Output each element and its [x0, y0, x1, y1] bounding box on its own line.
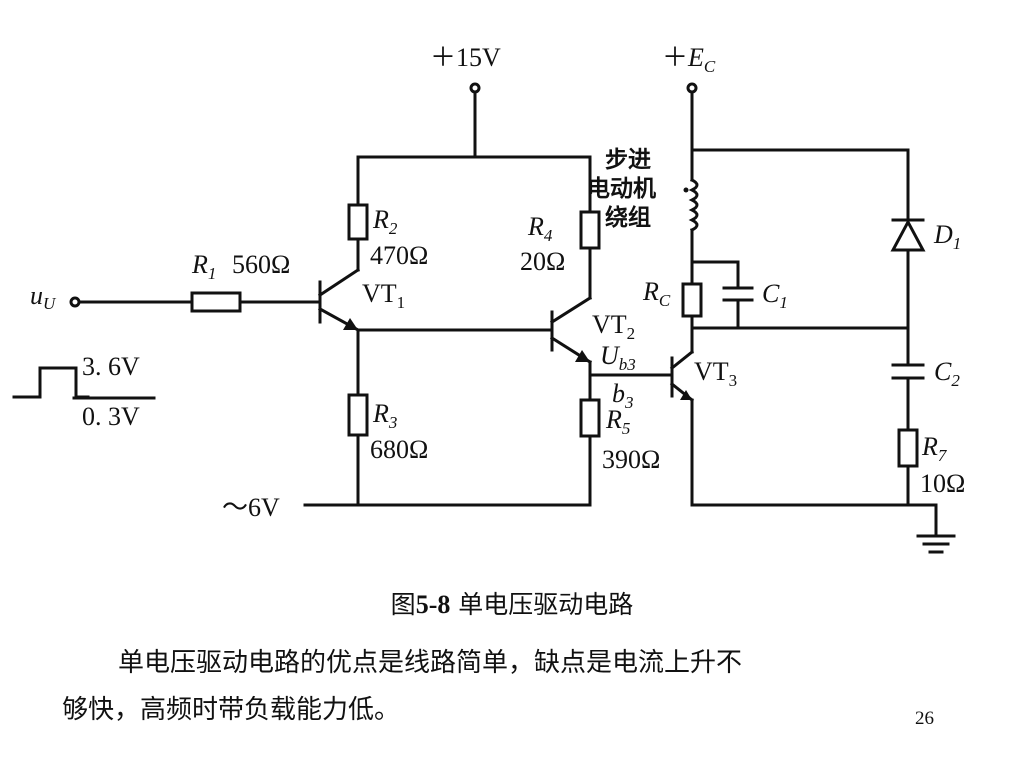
b3-label: b3: [612, 379, 634, 412]
r5-resistor: R5 390Ω: [579, 373, 660, 507]
motor-label-1: 步进: [605, 147, 651, 173]
ub3-label: Ub3: [600, 341, 636, 374]
circuit-diagram: ＋15V R2 470Ω VT1 uU R1 560Ω 3. 6V 0. 3V: [12, 43, 965, 554]
svg-text:R7: R7: [921, 432, 948, 465]
rc-resistor: RC: [642, 260, 703, 330]
caption-prefix: 图: [390, 590, 416, 619]
paragraph-line-1: 单电压驱动电路的优点是线路简单，缺点是电流上升不: [118, 648, 743, 678]
svg-text:VT3: VT3: [694, 357, 737, 390]
caption-title: 单电压驱动电路: [450, 590, 634, 619]
vneg6-label: ～6V: [222, 493, 280, 522]
svg-text:R4: R4: [527, 212, 553, 245]
input-terminal: uU: [30, 281, 194, 313]
svg-text:R1: R1: [191, 250, 216, 283]
r3-resistor: R3 680Ω: [347, 328, 428, 507]
r2-resistor: R2 470Ω: [347, 155, 428, 272]
vplus15-terminal: ＋15V: [430, 43, 501, 159]
body-paragraph: 单电压驱动电路的优点是线路简单，缺点是电流上升不 够快，高频时带负载能力低。: [62, 640, 962, 734]
svg-text:C2: C2: [934, 357, 960, 390]
paragraph-line-2: 够快，高频时带负载能力低。: [62, 695, 401, 725]
r4-value: 20Ω: [520, 247, 565, 276]
svg-text:RC: RC: [642, 277, 671, 310]
vt1-transistor: VT1: [317, 267, 405, 333]
vneg6-rail: ～6V: [222, 493, 592, 522]
r1-resistor: R1 560Ω: [190, 250, 322, 313]
motor-winding: 步进 电动机 绕组: [587, 147, 699, 264]
r4-resistor: R4 20Ω: [520, 155, 601, 300]
r1-value: 560Ω: [232, 250, 290, 279]
r7-resistor: R7 10Ω: [897, 428, 965, 507]
caption-number: 5-8: [415, 590, 451, 619]
r3-value: 680Ω: [370, 435, 428, 464]
svg-text:R2: R2: [372, 205, 398, 238]
c1-capacitor: C1: [722, 260, 788, 330]
r7-value: 10Ω: [920, 469, 965, 498]
page-number: 26: [915, 708, 934, 729]
svg-text:VT1: VT1: [362, 279, 405, 312]
svg-text:uU: uU: [30, 281, 57, 313]
input-pulse-waveform: 3. 6V 0. 3V: [12, 352, 156, 431]
c2-capacitor: C2: [891, 326, 960, 432]
pulse-high-label: 3. 6V: [82, 352, 140, 381]
svg-text:D1: D1: [933, 220, 961, 253]
svg-text:＋EC: ＋EC: [662, 43, 716, 76]
r2-value: 470Ω: [370, 241, 428, 270]
svg-text:VT2: VT2: [592, 310, 635, 343]
pulse-low-label: 0. 3V: [82, 402, 140, 431]
d1-diode: D1: [890, 148, 961, 330]
vec-terminal: ＋EC: [662, 43, 716, 152]
ground-icon: [916, 503, 956, 554]
vt2-transistor: VT2: [549, 295, 635, 365]
motor-label-2: 电动机: [587, 176, 656, 202]
vplus15-label: ＋15V: [430, 43, 501, 72]
motor-label-3: 绕组: [605, 204, 651, 231]
svg-text:R3: R3: [372, 399, 397, 432]
vt3-transistor: VT3: [669, 326, 737, 507]
figure-caption: 图5-8 单电压驱动电路: [0, 585, 1024, 621]
r5-value: 390Ω: [602, 445, 660, 474]
svg-text:R5: R5: [605, 405, 630, 438]
svg-text:C1: C1: [762, 279, 788, 312]
